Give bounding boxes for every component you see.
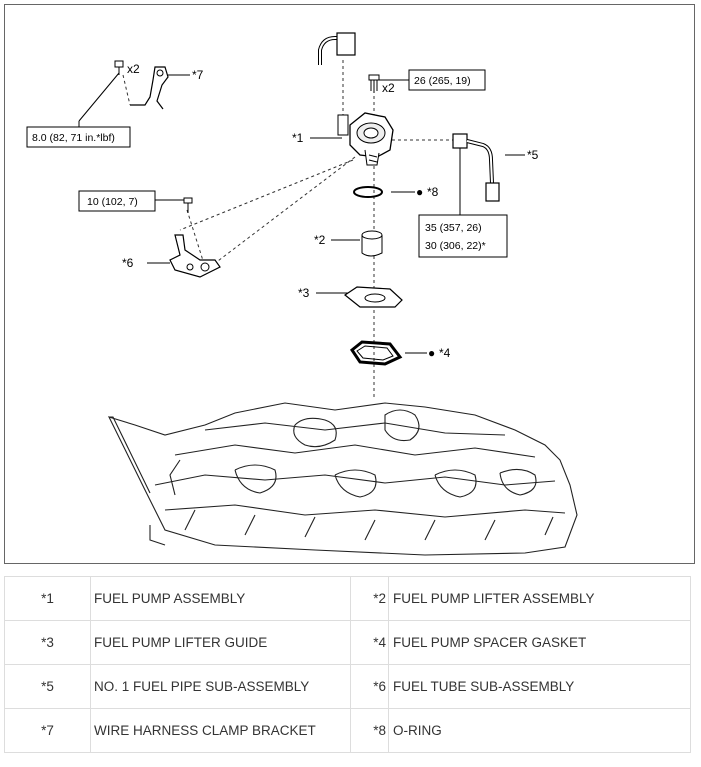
callout-4: *4 <box>439 346 451 360</box>
torque-box-1 <box>26 126 131 148</box>
bolt-pump <box>368 74 380 93</box>
qty-pump-bolt: x2 <box>382 81 395 95</box>
legend-name: FUEL PUMP LIFTER GUIDE <box>90 620 351 665</box>
bracket-drawing <box>114 60 169 110</box>
legend-name: WIRE HARNESS CLAMP BRACKET <box>90 708 351 753</box>
callout-2: *2 <box>314 233 326 247</box>
callout-7: *7 <box>192 68 204 82</box>
callout-6: *6 <box>122 256 134 270</box>
legend-code: *1 <box>4 576 91 621</box>
bullet-4: ● <box>428 346 435 360</box>
callout-3: *3 <box>298 286 310 300</box>
legend-row: *1 FUEL PUMP ASSEMBLY *2 FUEL PUMP LIFTE… <box>4 576 691 621</box>
torque-box-3 <box>78 190 156 212</box>
legend-name: FUEL PUMP LIFTER ASSEMBLY <box>388 576 691 621</box>
callout-8: *8 <box>427 185 439 199</box>
legend-name: FUEL TUBE SUB-ASSEMBLY <box>388 664 691 709</box>
fuel-pump-assembly-drawing <box>337 112 394 166</box>
torque-spec-4b: 30 (306, 22)* <box>425 240 486 252</box>
legend-code: *7 <box>4 708 91 753</box>
spacer-gasket-drawing <box>349 340 403 366</box>
leader-lines <box>78 72 525 354</box>
torque-spec-1: 8.0 (82, 71 in.*lbf) <box>32 132 115 144</box>
legend-row: *3 FUEL PUMP LIFTER GUIDE *4 FUEL PUMP S… <box>4 620 691 665</box>
legend-name: O-RING <box>388 708 691 753</box>
torque-spec-3: 10 (102, 7) <box>87 196 138 208</box>
callout-1: *1 <box>292 131 304 145</box>
o-ring-drawing <box>353 186 383 198</box>
legend-row: *7 WIRE HARNESS CLAMP BRACKET *8 O-RING <box>4 708 691 753</box>
parts-diagram: 8.0 (82, 71 in.*lbf) 26 (265, 19) 10 (10… <box>4 4 695 564</box>
legend-name: FUEL PUMP ASSEMBLY <box>90 576 351 621</box>
engine-drawing <box>107 402 578 556</box>
lifter-guide-drawing <box>343 286 403 308</box>
callout-5: *5 <box>527 148 539 162</box>
lifter-drawing <box>361 230 383 257</box>
exploded-view-svg: 8.0 (82, 71 in.*lbf) 26 (265, 19) 10 (10… <box>26 32 578 556</box>
legend-name: NO. 1 FUEL PIPE SUB-ASSEMBLY <box>90 664 351 709</box>
legend-name: FUEL PUMP SPACER GASKET <box>388 620 691 665</box>
legend-code: *2 <box>350 576 389 621</box>
torque-spec-2: 26 (265, 19) <box>414 75 471 87</box>
parts-legend-table: *1 FUEL PUMP ASSEMBLY *2 FUEL PUMP LIFTE… <box>4 576 691 753</box>
torque-spec-4a: 35 (357, 26) <box>425 222 482 234</box>
fuel-tube-drawing <box>169 197 221 278</box>
fuel-pipe-drawing <box>452 133 500 202</box>
legend-code: *8 <box>350 708 389 753</box>
torque-boxes: 8.0 (82, 71 in.*lbf) 26 (265, 19) 10 (10… <box>26 69 508 258</box>
torque-box-4 <box>418 214 508 258</box>
bullet-8: ● <box>416 185 423 199</box>
legend-row: *5 NO. 1 FUEL PIPE SUB-ASSEMBLY *6 FUEL … <box>4 664 691 709</box>
legend-code: *3 <box>4 620 91 665</box>
connector-drawing <box>318 32 356 65</box>
legend-code: *5 <box>4 664 91 709</box>
qty-bracket-bolt: x2 <box>127 62 140 76</box>
legend-code: *4 <box>350 620 389 665</box>
assembly-lines <box>122 60 455 400</box>
legend-code: *6 <box>350 664 389 709</box>
torque-box-2 <box>408 69 486 91</box>
